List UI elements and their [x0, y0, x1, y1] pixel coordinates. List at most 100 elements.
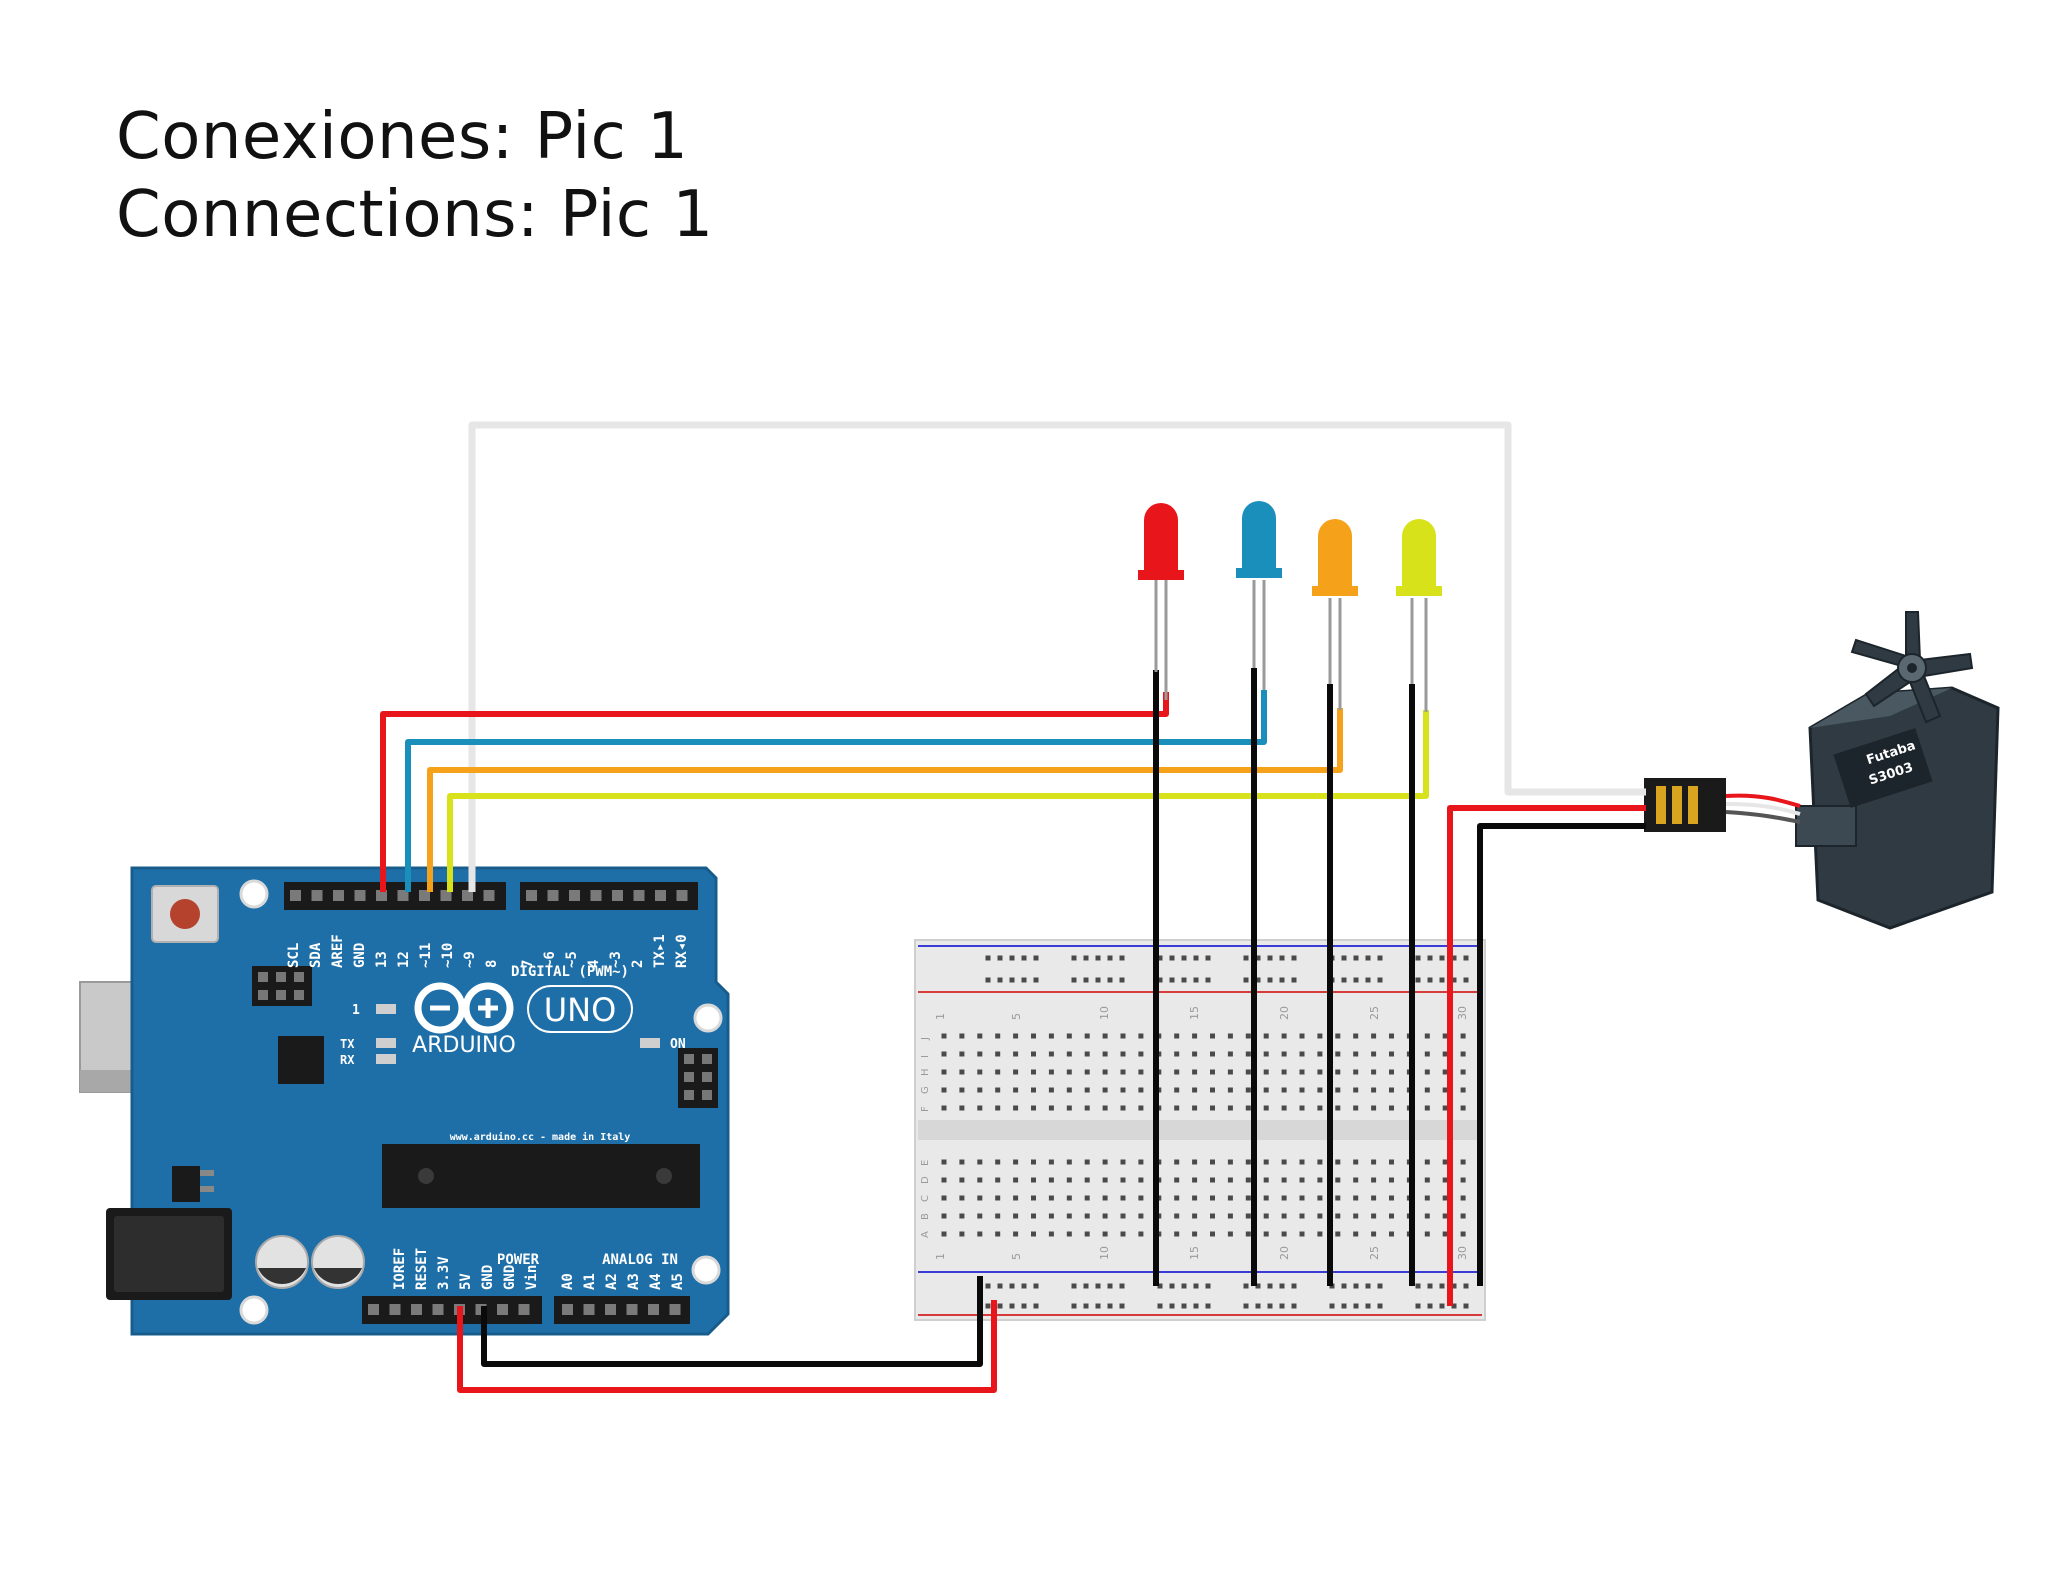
- breadboard-hole: [959, 1231, 965, 1237]
- breadboard-hole: [1120, 1105, 1126, 1111]
- breadboard-hole: [1192, 1213, 1198, 1219]
- digital-pin-label: TX▸1: [652, 934, 668, 968]
- breadboard-hole: [1107, 1283, 1113, 1289]
- header-pin: [368, 1304, 379, 1315]
- breadboard-hole: [1424, 1231, 1430, 1237]
- breadboard-hole: [959, 1213, 965, 1219]
- breadboard-hole: [1299, 1177, 1305, 1183]
- breadboard-hole: [1192, 1069, 1198, 1075]
- breadboard-hole: [1107, 977, 1113, 983]
- servo-mount-tab: [1795, 805, 1857, 847]
- breadboard-hole: [1013, 1195, 1019, 1201]
- breadboard-hole: [1299, 1033, 1305, 1039]
- breadboard-hole: [1084, 1231, 1090, 1237]
- breadboard-hole: [1317, 1105, 1323, 1111]
- power-pin-label: GND: [502, 1265, 518, 1290]
- breadboard-hole: [959, 1051, 965, 1057]
- title-block: Conexiones: Pic 1 Connections: Pic 1: [116, 98, 714, 254]
- breadboard-hole: [1210, 1231, 1215, 1237]
- breadboard-hole: [1371, 1195, 1377, 1201]
- bb-col-5-bottom: 5: [1010, 1253, 1023, 1260]
- breadboard-hole: [941, 1159, 947, 1165]
- breadboard-hole: [1442, 1087, 1448, 1093]
- breadboard-hole: [1281, 1051, 1287, 1057]
- breadboard-hole: [1205, 955, 1211, 961]
- breadboard-hole: [1415, 977, 1421, 983]
- breadboard-hole: [1227, 1033, 1233, 1039]
- header-pin: [389, 1304, 401, 1315]
- breadboard-hole: [1169, 977, 1175, 983]
- breadboard-hole: [1169, 1303, 1175, 1309]
- breadboard-hole: [1120, 1033, 1126, 1039]
- breadboard-hole: [995, 1033, 1001, 1039]
- bb-row-a: A: [920, 1231, 931, 1238]
- breadboard-hole: [1245, 1213, 1251, 1219]
- breadboard-hole: [1442, 1231, 1448, 1237]
- power-pin-label: 3.3V: [436, 1256, 452, 1290]
- breadboard-hole: [977, 1051, 983, 1057]
- breadboard-hole: [995, 1159, 1001, 1165]
- wire-red-5v: [457, 1300, 997, 1393]
- breadboard-hole: [1071, 1303, 1077, 1309]
- breadboard-hole: [941, 1213, 947, 1219]
- breadboard-hole: [1341, 977, 1347, 983]
- breadboard-hole: [1245, 1087, 1251, 1093]
- breadboard-hole: [1389, 1159, 1394, 1165]
- digital-pin-label: ~6: [542, 951, 558, 968]
- breadboard-hole: [977, 1177, 983, 1183]
- breadboard-hole: [1281, 1231, 1287, 1237]
- breadboard-hole: [1255, 1303, 1261, 1309]
- breadboard-hole: [995, 1069, 1001, 1075]
- breadboard-hole: [1095, 955, 1101, 961]
- breadboard-hole: [959, 1033, 965, 1039]
- breadboard-hole: [1279, 977, 1285, 983]
- mounting-hole-right: [693, 1003, 723, 1033]
- breadboard-hole: [1263, 1069, 1269, 1075]
- breadboard-hole: [1084, 1213, 1090, 1219]
- power-pin-label: 5V: [458, 1273, 474, 1290]
- breadboard-hole: [1371, 1069, 1377, 1075]
- breadboard-hole: [1245, 1177, 1251, 1183]
- breadboard-hole: [1120, 1213, 1126, 1219]
- wire-blue-pin12: [405, 690, 1267, 892]
- power-pin-label: Vin: [524, 1265, 540, 1290]
- breadboard-hole: [1033, 1303, 1039, 1309]
- breadboard-hole: [1442, 1105, 1448, 1111]
- digital-header-label: DIGITAL (PWM~): [511, 964, 629, 980]
- on-led-label: ON: [670, 1037, 686, 1052]
- breadboard-hole: [1442, 1177, 1448, 1183]
- center-channel: [918, 1120, 1482, 1140]
- breadboard-hole: [1066, 1177, 1072, 1183]
- breadboard-hole: [1353, 1105, 1359, 1111]
- breadboard-hole: [1193, 1303, 1199, 1309]
- breadboard-hole: [1009, 955, 1015, 961]
- breadboard-hole: [1371, 1105, 1377, 1111]
- breadboard-hole: [1031, 1069, 1036, 1075]
- breadboard-hole: [1227, 1177, 1233, 1183]
- breadboard-hole: [1084, 1087, 1090, 1093]
- breadboard-hole: [1102, 1195, 1108, 1201]
- breadboard-hole: [1377, 1283, 1383, 1289]
- digital-pin-label: ~3: [608, 951, 624, 968]
- breadboard-hole: [977, 1033, 983, 1039]
- breadboard-hole: [1245, 1231, 1251, 1237]
- breadboard-hole: [1424, 1177, 1430, 1183]
- led-yellow: [1396, 519, 1442, 712]
- header-pin: [354, 890, 366, 901]
- breadboard-hole: [1353, 1213, 1359, 1219]
- breadboard-hole: [1317, 1159, 1323, 1165]
- breadboard-hole: [1033, 1283, 1039, 1289]
- breadboard-hole: [1353, 977, 1359, 983]
- breadboard-hole: [1291, 1283, 1297, 1289]
- breadboard-hole: [1451, 1303, 1457, 1309]
- breadboard-hole: [1291, 1303, 1297, 1309]
- breadboard-hole: [1451, 955, 1457, 961]
- breadboard-hole: [1281, 1033, 1287, 1039]
- breadboard-hole: [1389, 1105, 1394, 1111]
- breadboard-hole: [1066, 1051, 1072, 1057]
- header-pin: [590, 890, 602, 901]
- breadboard-hole: [1460, 1195, 1466, 1201]
- breadboard-hole: [1013, 1159, 1019, 1165]
